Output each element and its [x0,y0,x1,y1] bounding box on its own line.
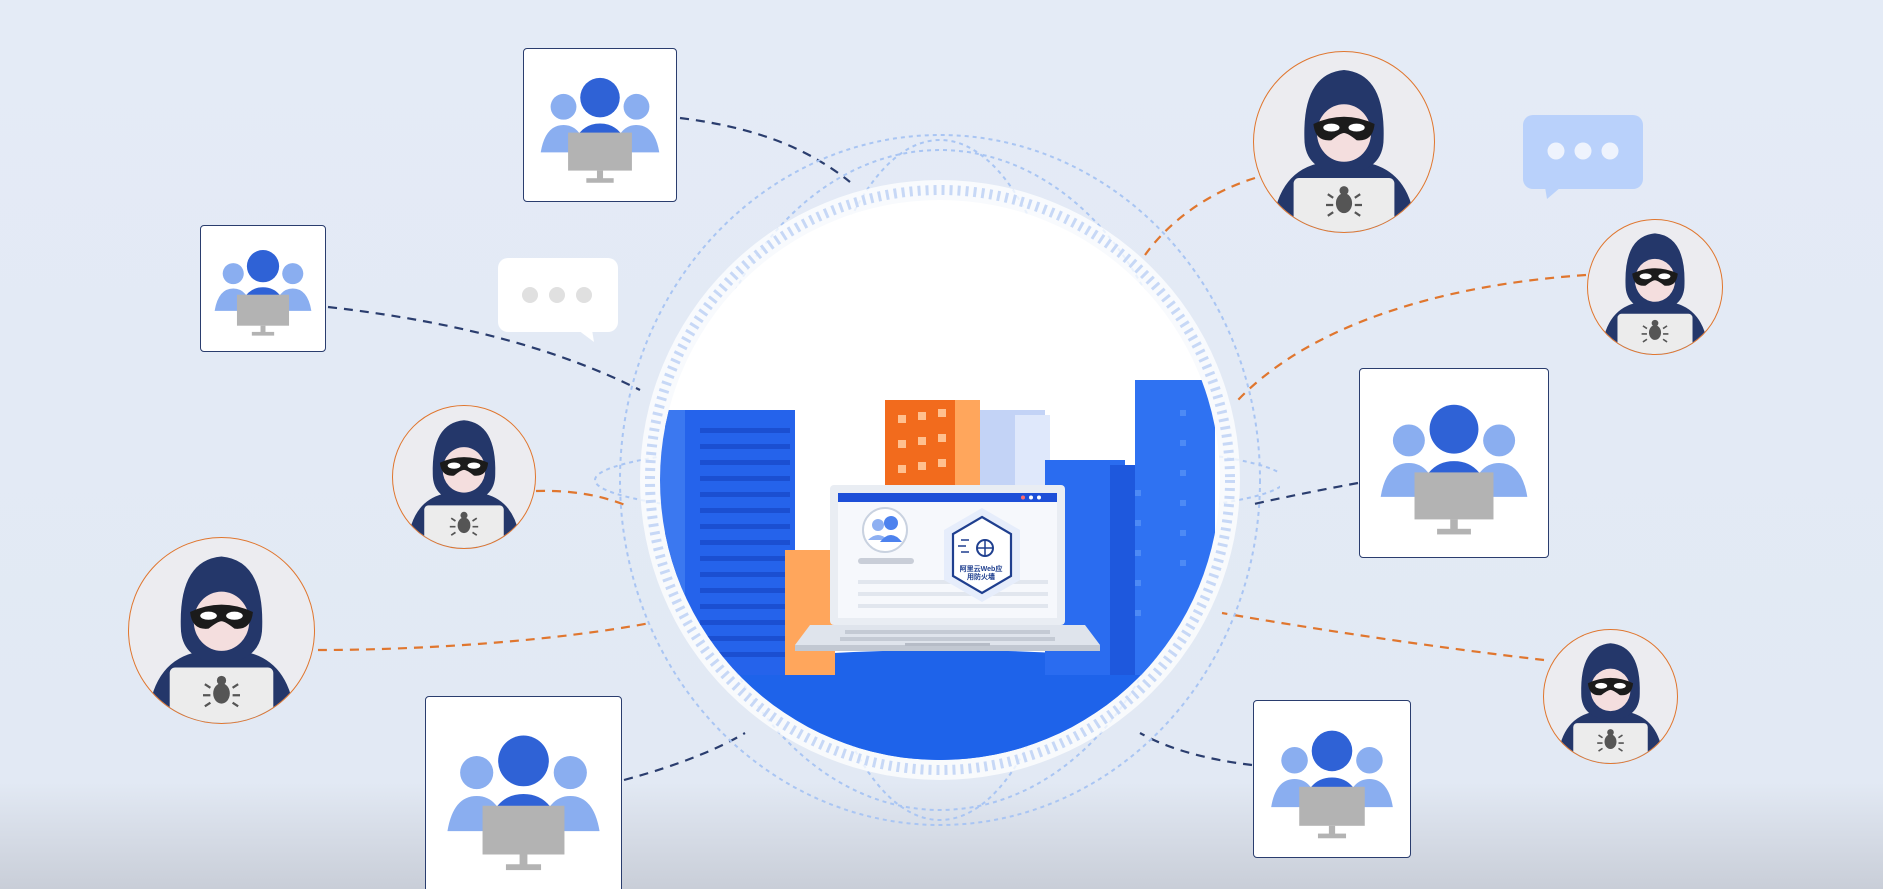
chat-bubble-white [498,258,618,342]
bug-icon [1326,186,1362,217]
user-group-card-left [200,225,326,352]
user-link-top [679,116,851,183]
user-group-computer-icon [1271,730,1393,839]
firewall-shield-label: 阿里云Web应用防火墙 [959,566,1003,581]
user-link-left [327,305,641,391]
chat-bubble-blue [1523,115,1643,199]
hacker-laptop-icon [1601,233,1709,354]
hacker-right-upper [1587,219,1723,355]
user-group-card-right [1359,368,1549,558]
user-group-computer-icon [447,735,600,871]
bug-icon [203,675,240,708]
hacker-laptop-icon [147,556,296,723]
attack-link-left-bottom [317,621,651,652]
attack-link-left-middle [535,489,626,507]
hacker-top-right [1253,51,1435,233]
user-group-computer-icon [540,77,660,183]
protected-laptop [795,485,1100,651]
user-group-card-bottom-left [425,696,622,889]
user-group-computer-icon [214,250,312,336]
hacker-laptop-icon [407,420,521,548]
user-group-card-bottom-right [1253,700,1411,858]
hacker-left-bottom [128,537,315,724]
bug-icon [1641,319,1669,343]
chat-bubble-icon [1523,115,1643,199]
user-link-right [1249,481,1359,507]
chat-bubble-icon [498,258,618,342]
hacker-right-lower [1543,629,1678,764]
attack-link-right-lower [1221,611,1545,662]
hacker-left-middle [392,405,536,549]
attack-link-top-right [1144,176,1256,256]
user-group-card-top [523,48,677,202]
hacker-laptop-icon [1557,643,1664,763]
hacker-laptop-icon [1272,70,1416,232]
protected-city-globe [560,110,1280,850]
user-group-computer-icon [1380,404,1528,535]
user-link-bottom-left [623,732,746,782]
